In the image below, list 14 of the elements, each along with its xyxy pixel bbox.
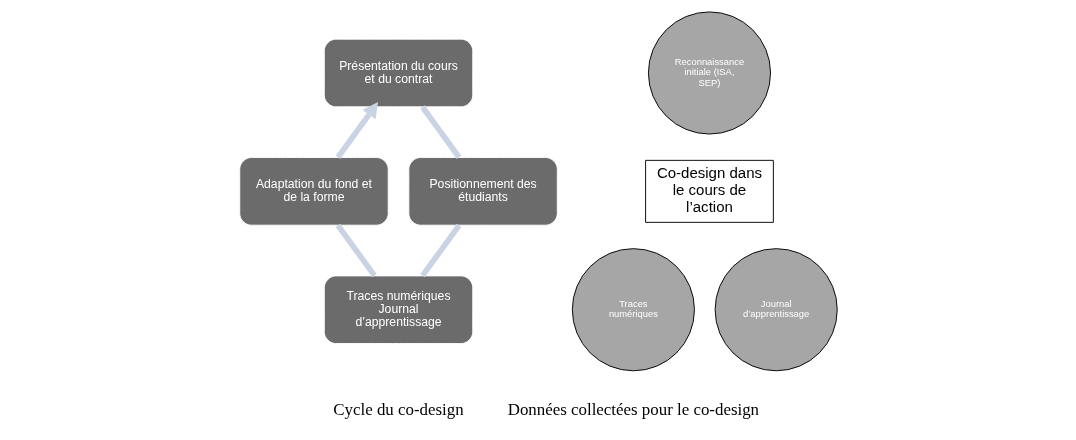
node-box: Présentation du cours et du contrat xyxy=(323,38,473,108)
label: Cycle du co-design xyxy=(332,400,464,420)
connector xyxy=(419,223,461,278)
node-box: Positionnement des étudiants xyxy=(407,157,558,226)
node-box: Co-design dans le cours de l’action xyxy=(644,159,774,223)
connector xyxy=(335,223,377,278)
node-circle: Journal d’apprentissage xyxy=(714,248,838,372)
node-box: Traces numériques Journal d’apprentissage xyxy=(323,275,473,344)
node-circle: Reconnaissance initiale (ISA, SEP) xyxy=(647,11,771,135)
arrow xyxy=(335,102,378,159)
node-circle: Traces numériques xyxy=(571,248,695,372)
node-box: Adaptation du fond et de la forme xyxy=(238,157,389,226)
connector xyxy=(419,105,461,159)
label: Données collectées pour le co-design xyxy=(507,400,759,420)
